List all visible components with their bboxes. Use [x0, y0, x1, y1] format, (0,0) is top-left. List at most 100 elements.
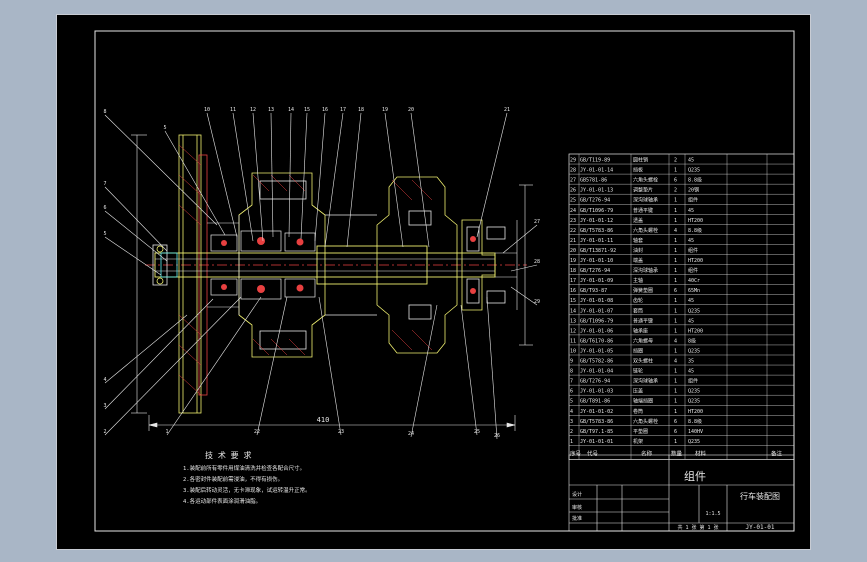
bom-cell: 45: [688, 369, 694, 375]
bom-cell: 1: [674, 399, 677, 405]
bom-cell: 轴端挡圈: [633, 398, 653, 405]
bom-cell: 6: [674, 288, 677, 294]
bom-cell: GB/T276-94: [580, 198, 610, 204]
bom-cell: JY-01-01-07: [580, 308, 613, 314]
bom-cell: 27: [570, 178, 576, 184]
title-block: [568, 454, 795, 532]
bom-cell: 7: [570, 379, 573, 385]
notes-line: 1.装配前所有零件用煤油清洗并检查各配合尺寸。: [183, 464, 305, 472]
bom-cell: GB/T6170-86: [580, 338, 613, 344]
bom-header-cell: 材料: [695, 449, 707, 457]
bom-cell: 轴套: [633, 237, 643, 244]
bom-cell: Q235: [688, 389, 700, 395]
bom-cell: GB/T276-94: [580, 268, 610, 274]
bom-header-cell: 代号: [587, 449, 599, 457]
notes-line: 4.各运动部件表面涂润滑油脂。: [183, 497, 261, 505]
bom-cell: HT200: [688, 258, 703, 264]
bom-cell: JY-01-01-03: [580, 389, 613, 395]
balloon-number: 5: [103, 231, 106, 237]
bom-cell: 2: [674, 188, 677, 194]
bom-cell: 13: [570, 318, 576, 324]
bom-cell: 普通平键: [633, 317, 653, 324]
bom-cell: 6: [570, 389, 573, 395]
bom-cell: JY-01-01-02: [580, 409, 613, 415]
bom-cell: JY-01-01-06: [580, 328, 613, 334]
bom-cell: 29: [570, 158, 576, 164]
balloon-number: 20: [408, 107, 414, 113]
bom-header-cell: 序号: [570, 449, 582, 457]
bom-cell: 1: [674, 278, 677, 284]
balloon-number: 8: [103, 109, 106, 115]
bom-cell: HT200: [688, 218, 703, 224]
bom-cell: GB/T13871-92: [580, 248, 616, 254]
bom-cell: 六角头螺栓: [633, 227, 658, 234]
bom-cell: GB/T97.1-85: [580, 429, 613, 435]
bom-cell: 1: [674, 298, 677, 304]
balloon-number: 6: [103, 205, 106, 211]
bom-cell: 8: [570, 369, 573, 375]
bom-cell: 1: [674, 389, 677, 395]
bom-cell: GB5781-86: [580, 178, 607, 184]
balloon-number: 24: [408, 431, 414, 437]
bom-cell: HT200: [688, 328, 703, 334]
bom-cell: 9: [570, 359, 573, 365]
bom-cell: 45: [688, 208, 694, 214]
bom-cell: 25: [570, 198, 576, 204]
bom-cell: 17: [570, 278, 576, 284]
bom-cell: 15: [570, 298, 576, 304]
bom-cell: 双头螺柱: [633, 358, 653, 365]
balloon-number: 14: [288, 107, 294, 113]
bom-cell: 机架: [633, 438, 643, 445]
bom-cell: 8.8级: [688, 177, 702, 184]
bom-cell: 8级: [688, 337, 696, 344]
bom-cell: 1: [674, 248, 677, 254]
technical-notes: 技 术 要 求 1.装配前所有零件用煤油清洗并检查各配合尺寸。 2.各密封件装配…: [183, 450, 311, 505]
bom-cell: 组件: [688, 378, 698, 385]
balloon-number: 12: [250, 107, 256, 113]
bom-cell: GB/T5783-86: [580, 419, 613, 425]
bom-cell: 20: [570, 248, 576, 254]
bom-cell: Q235: [688, 308, 700, 314]
balloon-number: 25: [474, 429, 480, 435]
bom-cell: 11: [570, 338, 576, 344]
bom-cell: 4: [674, 228, 677, 234]
bom-cell: JY-01-01-04: [580, 369, 613, 375]
bom-cell: 5: [570, 399, 573, 405]
bom-cell: 链轮: [633, 368, 643, 375]
bom-cell: 8.8级: [688, 418, 702, 425]
approve-label: 批准: [572, 515, 582, 522]
bom-cell: Q235: [688, 168, 700, 174]
bom-cell: 45: [688, 298, 694, 304]
bom-cell: 26: [570, 188, 576, 194]
bom-cell: 组件: [688, 267, 698, 274]
bom-cell: 1: [674, 318, 677, 324]
bom-cell: 挡板: [633, 167, 643, 174]
bom-cell: 21: [570, 238, 576, 244]
scale-value: 1:1.5: [705, 511, 720, 517]
bom-cell: 1: [674, 238, 677, 244]
balloon-number: 19: [382, 107, 388, 113]
bom-cell: 六角头螺栓: [633, 418, 658, 425]
housing-outline: [207, 215, 518, 315]
bom-cell: 6: [674, 429, 677, 435]
bom-cell: Q235: [688, 399, 700, 405]
bom-cell: 1: [674, 268, 677, 274]
bom-cell: 2: [570, 429, 573, 435]
balloon-number: 17: [340, 107, 346, 113]
balloon-number: 3: [103, 403, 106, 409]
bom-cell: 轴承座: [633, 327, 648, 334]
bom-cell: 挡圈: [633, 347, 643, 354]
bom-cell: 1: [570, 439, 573, 445]
bom-cell: 1: [674, 168, 677, 174]
bom-cell: JY-01-01-10: [580, 258, 613, 264]
bom-cell: GB/T891-86: [580, 399, 610, 405]
bom-cell: 140HV: [688, 429, 703, 435]
balloon-number: 13: [268, 107, 274, 113]
bom-cell: 12: [570, 328, 576, 334]
design-label: 设计: [572, 491, 582, 498]
bom-cell: 透盖: [633, 217, 643, 224]
bom-cell: 6: [674, 419, 677, 425]
bom-cell: 4: [674, 338, 677, 344]
